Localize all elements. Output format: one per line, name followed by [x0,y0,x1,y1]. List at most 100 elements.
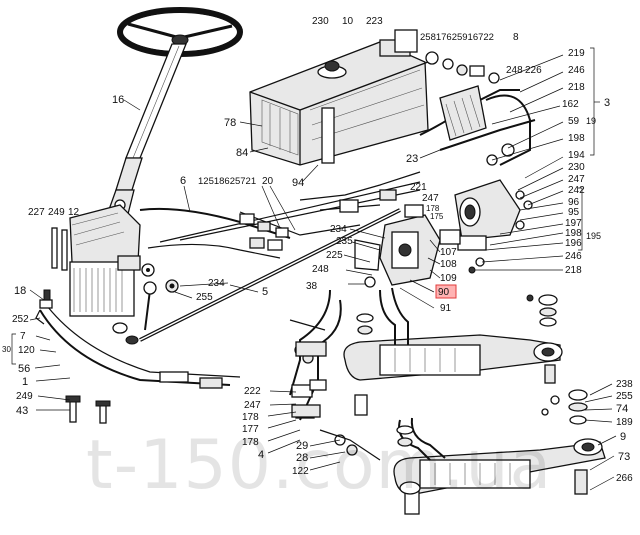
label-246: 246 [568,65,585,76]
label-12: 12 [68,207,80,218]
label-225: 225 [326,250,343,261]
label-162: 162 [562,99,579,110]
label-247-bottom: 247 [244,400,261,411]
label-18: 18 [14,285,26,297]
label-107: 107 [440,247,457,258]
label-248-center: 248 [312,264,329,275]
label-255-left: 255 [196,292,213,303]
distributor-valve [354,204,461,288]
tee-bracket [291,341,381,461]
label-198: 198 [568,133,585,144]
power-cylinder-lower [393,417,606,515]
label-group-125-186-257-21: 12518625721 [198,176,256,187]
label-175: 175 [430,212,444,221]
label-78: 78 [224,117,236,129]
label-218: 218 [568,82,585,93]
oil-tank [249,29,429,166]
label-59: 59 [568,116,580,127]
label-38: 38 [306,281,318,292]
label-223: 223 [366,16,383,27]
label-221: 221 [410,182,427,193]
label-242: 242 [568,185,585,196]
label-196: 196 [565,238,582,249]
label-177: 177 [242,424,259,435]
label-73: 73 [618,451,630,463]
label-226: 226 [525,65,542,76]
label-95: 95 [568,207,580,218]
label-94: 94 [292,177,304,189]
highlight-90 [435,284,457,299]
label-19: 19 [586,116,596,126]
label-238: 238 [616,379,633,390]
label-222: 222 [244,386,261,397]
label-9: 9 [620,431,626,443]
part-labels: 230 10 223 25817625916722 8 219 246 248 … [2,16,633,484]
label-178-center: 178 [426,204,440,213]
label-96: 96 [568,197,580,208]
label-6: 6 [180,175,186,187]
label-3: 3 [604,97,610,109]
leader-lines [29,54,617,491]
label-234-center: 234 [330,224,347,235]
label-74: 74 [616,403,628,415]
label-255-right: 255 [616,391,633,402]
label-218-right: 218 [565,265,582,276]
nuts-right [356,294,588,447]
label-108: 108 [440,259,457,270]
pipe-lines [139,171,421,342]
label-1: 1 [22,376,28,388]
label-120: 120 [18,345,35,356]
label-122: 122 [292,466,309,477]
label-234-left: 234 [208,278,225,289]
label-252: 252 [12,314,29,325]
label-178-bottom: 178 [242,412,259,423]
label-30: 30 [2,345,11,354]
label-247-right: 247 [568,174,585,185]
label-249-left: 249 [16,391,33,402]
label-109: 109 [440,273,457,284]
label-16: 16 [112,94,124,106]
power-cylinder-upper [343,287,563,416]
label-266: 266 [616,473,633,484]
front-axle-bar [35,301,241,389]
label-23: 23 [406,153,418,165]
bolts-bottom-left [39,227,111,424]
tie-rod-left [143,279,179,331]
label-28: 28 [296,452,308,464]
label-247-center: 247 [422,193,439,204]
label-84: 84 [236,147,248,159]
label-8: 8 [513,32,519,43]
label-91: 91 [440,303,452,314]
steering-gear-box [69,204,155,317]
label-189: 189 [616,417,633,428]
hydraulic-pump [454,179,533,274]
pipe-couplings [239,189,397,251]
label-197: 197 [565,218,582,229]
label-group-258-176-259-167-22: 25817625916722 [420,32,494,43]
label-56: 56 [18,363,30,375]
label-20: 20 [262,176,274,187]
label-194: 194 [568,150,585,161]
label-249: 249 [48,207,65,218]
label-230: 230 [312,16,329,27]
steering-column [105,43,187,223]
label-246-right: 246 [565,251,582,262]
label-7: 7 [20,331,26,342]
label-4: 4 [258,449,264,461]
label-195: 195 [586,231,601,241]
label-230-right: 230 [568,162,585,173]
ref-brackets [11,47,600,365]
filter-block [439,85,531,166]
label-227: 227 [28,207,45,218]
label-198-right: 198 [565,228,582,239]
label-5: 5 [262,286,268,298]
label-90: 90 [438,287,450,298]
label-43: 43 [16,405,28,417]
label-178-lower: 178 [242,437,259,448]
watermark: t-150.com.ua [86,426,552,505]
label-29: 29 [296,440,308,452]
label-235: 235 [336,236,353,247]
label-248: 248 [506,65,523,76]
